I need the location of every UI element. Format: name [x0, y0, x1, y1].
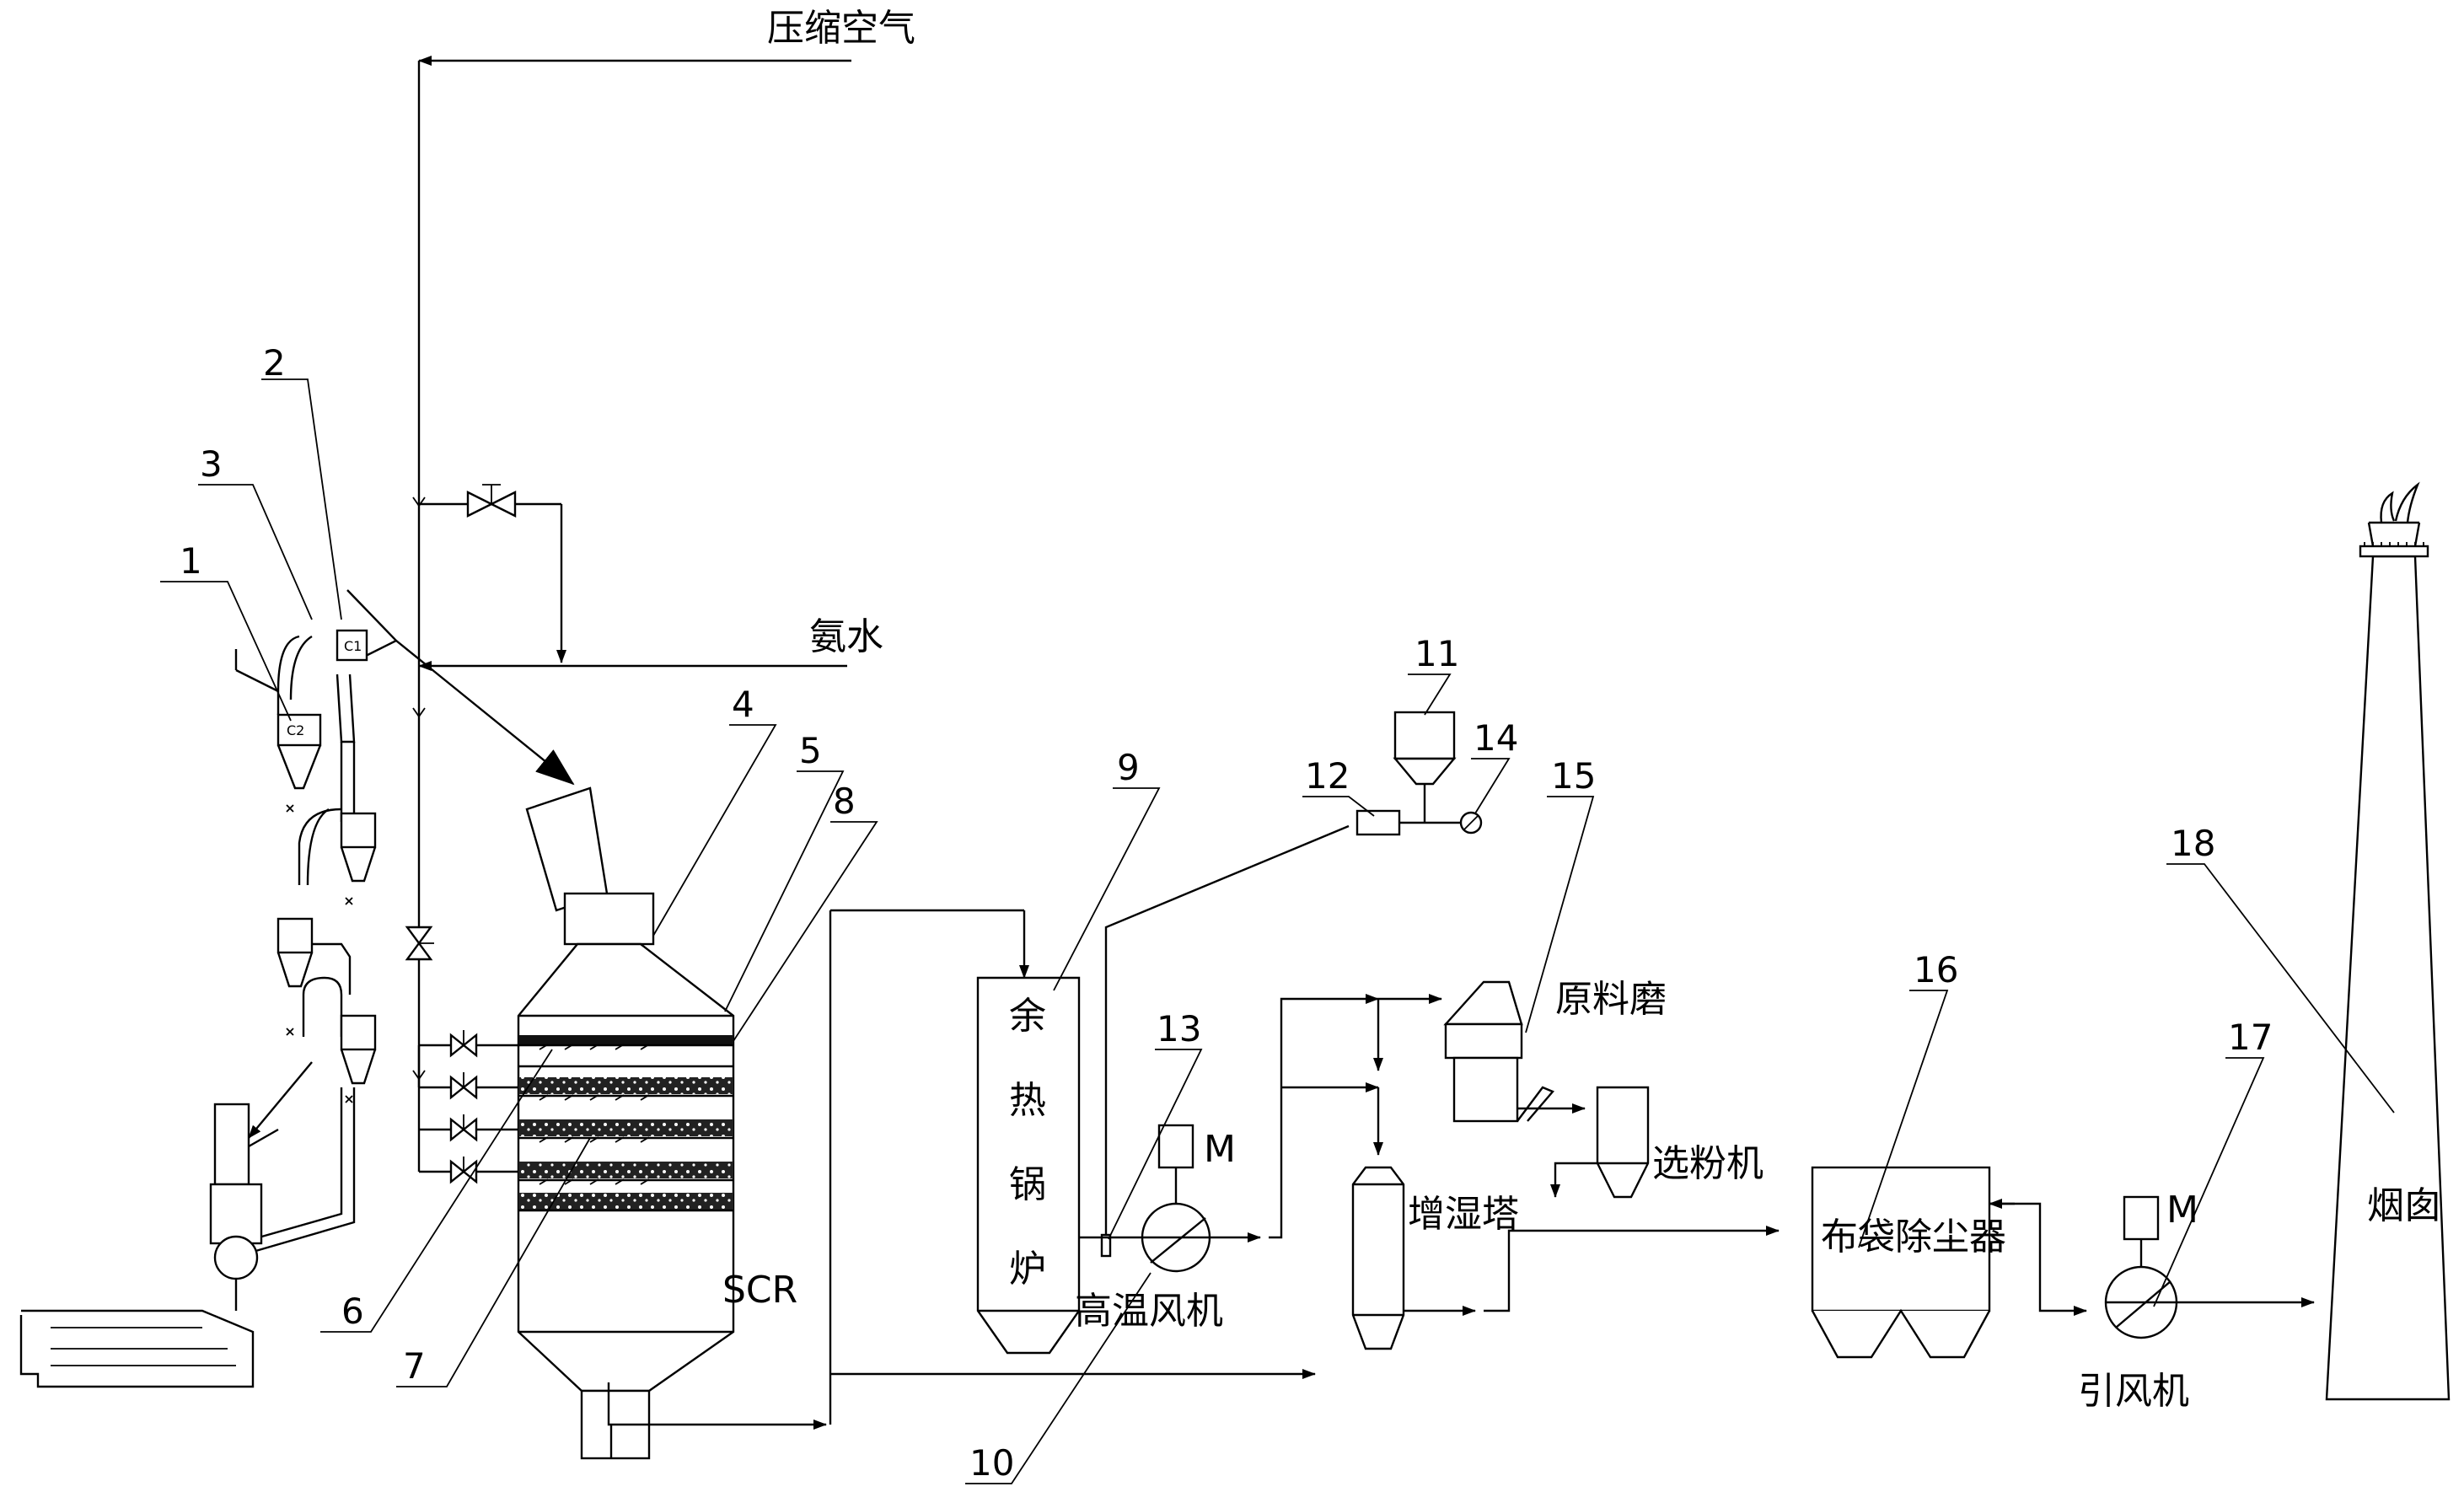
callout-2: 2 [263, 342, 286, 384]
humidifying-tower [1351, 1166, 1780, 1350]
clinker-cooler [19, 1309, 255, 1388]
callout-6: 6 [341, 1291, 364, 1332]
chimney [2325, 481, 2451, 1401]
valve-icon [466, 484, 517, 518]
callout-13: 13 [1157, 1008, 1201, 1049]
callout-7: 7 [403, 1345, 426, 1387]
callout-12: 12 [1305, 755, 1350, 797]
bag-filter [1811, 1166, 2087, 1359]
callout-4: 4 [732, 684, 754, 725]
cyclone-c2-label: C2 [287, 722, 304, 738]
waste-heat-boiler-label-3: 锅 [1009, 1163, 1046, 1206]
compressed-air-label: 压缩空气 [767, 7, 915, 50]
waste-heat-boiler-label-1: 余 [1009, 995, 1046, 1038]
callout-3: 3 [200, 443, 223, 485]
preheater-tower [209, 589, 398, 1311]
scr-label: SCR [722, 1269, 797, 1312]
compressed-air-line [412, 56, 851, 1087]
separator [1550, 1086, 1650, 1199]
waste-heat-boiler-label-2: 热 [1009, 1079, 1046, 1122]
waste-heat-boiler [976, 976, 1081, 1355]
separator-label: 选粉机 [1652, 1142, 1763, 1185]
ammonia-water-label: 氨水 [809, 615, 883, 658]
valve-icon [449, 1030, 478, 1058]
ammonia-analyzer-unit [1355, 711, 1483, 836]
humidifying-tower-label: 增湿塔 [1408, 1193, 1519, 1236]
cyclone-c1-label: C1 [344, 638, 362, 654]
induced-fan-label: 引风机 [2078, 1370, 2189, 1413]
valve-icon [449, 1157, 478, 1184]
raw-mill-ducts [1373, 994, 1442, 1156]
callout-16: 16 [1914, 949, 1958, 990]
scr-outlet-ducts [607, 909, 1316, 1458]
bag-filter-label: 布袋除尘器 [1821, 1216, 2006, 1259]
callout-10: 10 [969, 1442, 1014, 1484]
high-temp-fan [1079, 994, 1379, 1273]
ammonia-slip-line [1100, 824, 1350, 1258]
valve-icon [449, 1072, 478, 1100]
induced-fan [2104, 1195, 2315, 1339]
valve-icon [405, 926, 434, 961]
motor-label: M [1204, 1128, 1236, 1171]
callout-5: 5 [799, 730, 822, 771]
high-temp-fan-label: 高温风机 [1075, 1290, 1223, 1333]
callout-17: 17 [2228, 1017, 2273, 1058]
callout-18: 18 [2171, 823, 2215, 864]
callout-leaders [160, 378, 2395, 1484]
motor-label-2: M [2166, 1189, 2198, 1232]
scr-reactor [517, 786, 735, 1460]
callout-15: 15 [1551, 755, 1596, 797]
callout-1: 1 [180, 540, 202, 582]
callout-14: 14 [1474, 717, 1518, 759]
valve-icon [449, 1114, 478, 1142]
callout-11: 11 [1415, 633, 1459, 674]
callout-8: 8 [833, 781, 856, 822]
callout-9: 9 [1117, 747, 1140, 788]
waste-heat-boiler-label-4: 炉 [1009, 1248, 1046, 1291]
ammonia-water-line [395, 640, 847, 786]
raw-mill-label: 原料磨 [1555, 978, 1667, 1021]
raw-mill [1443, 980, 1586, 1123]
chimney-label: 烟囱 [2367, 1184, 2441, 1227]
